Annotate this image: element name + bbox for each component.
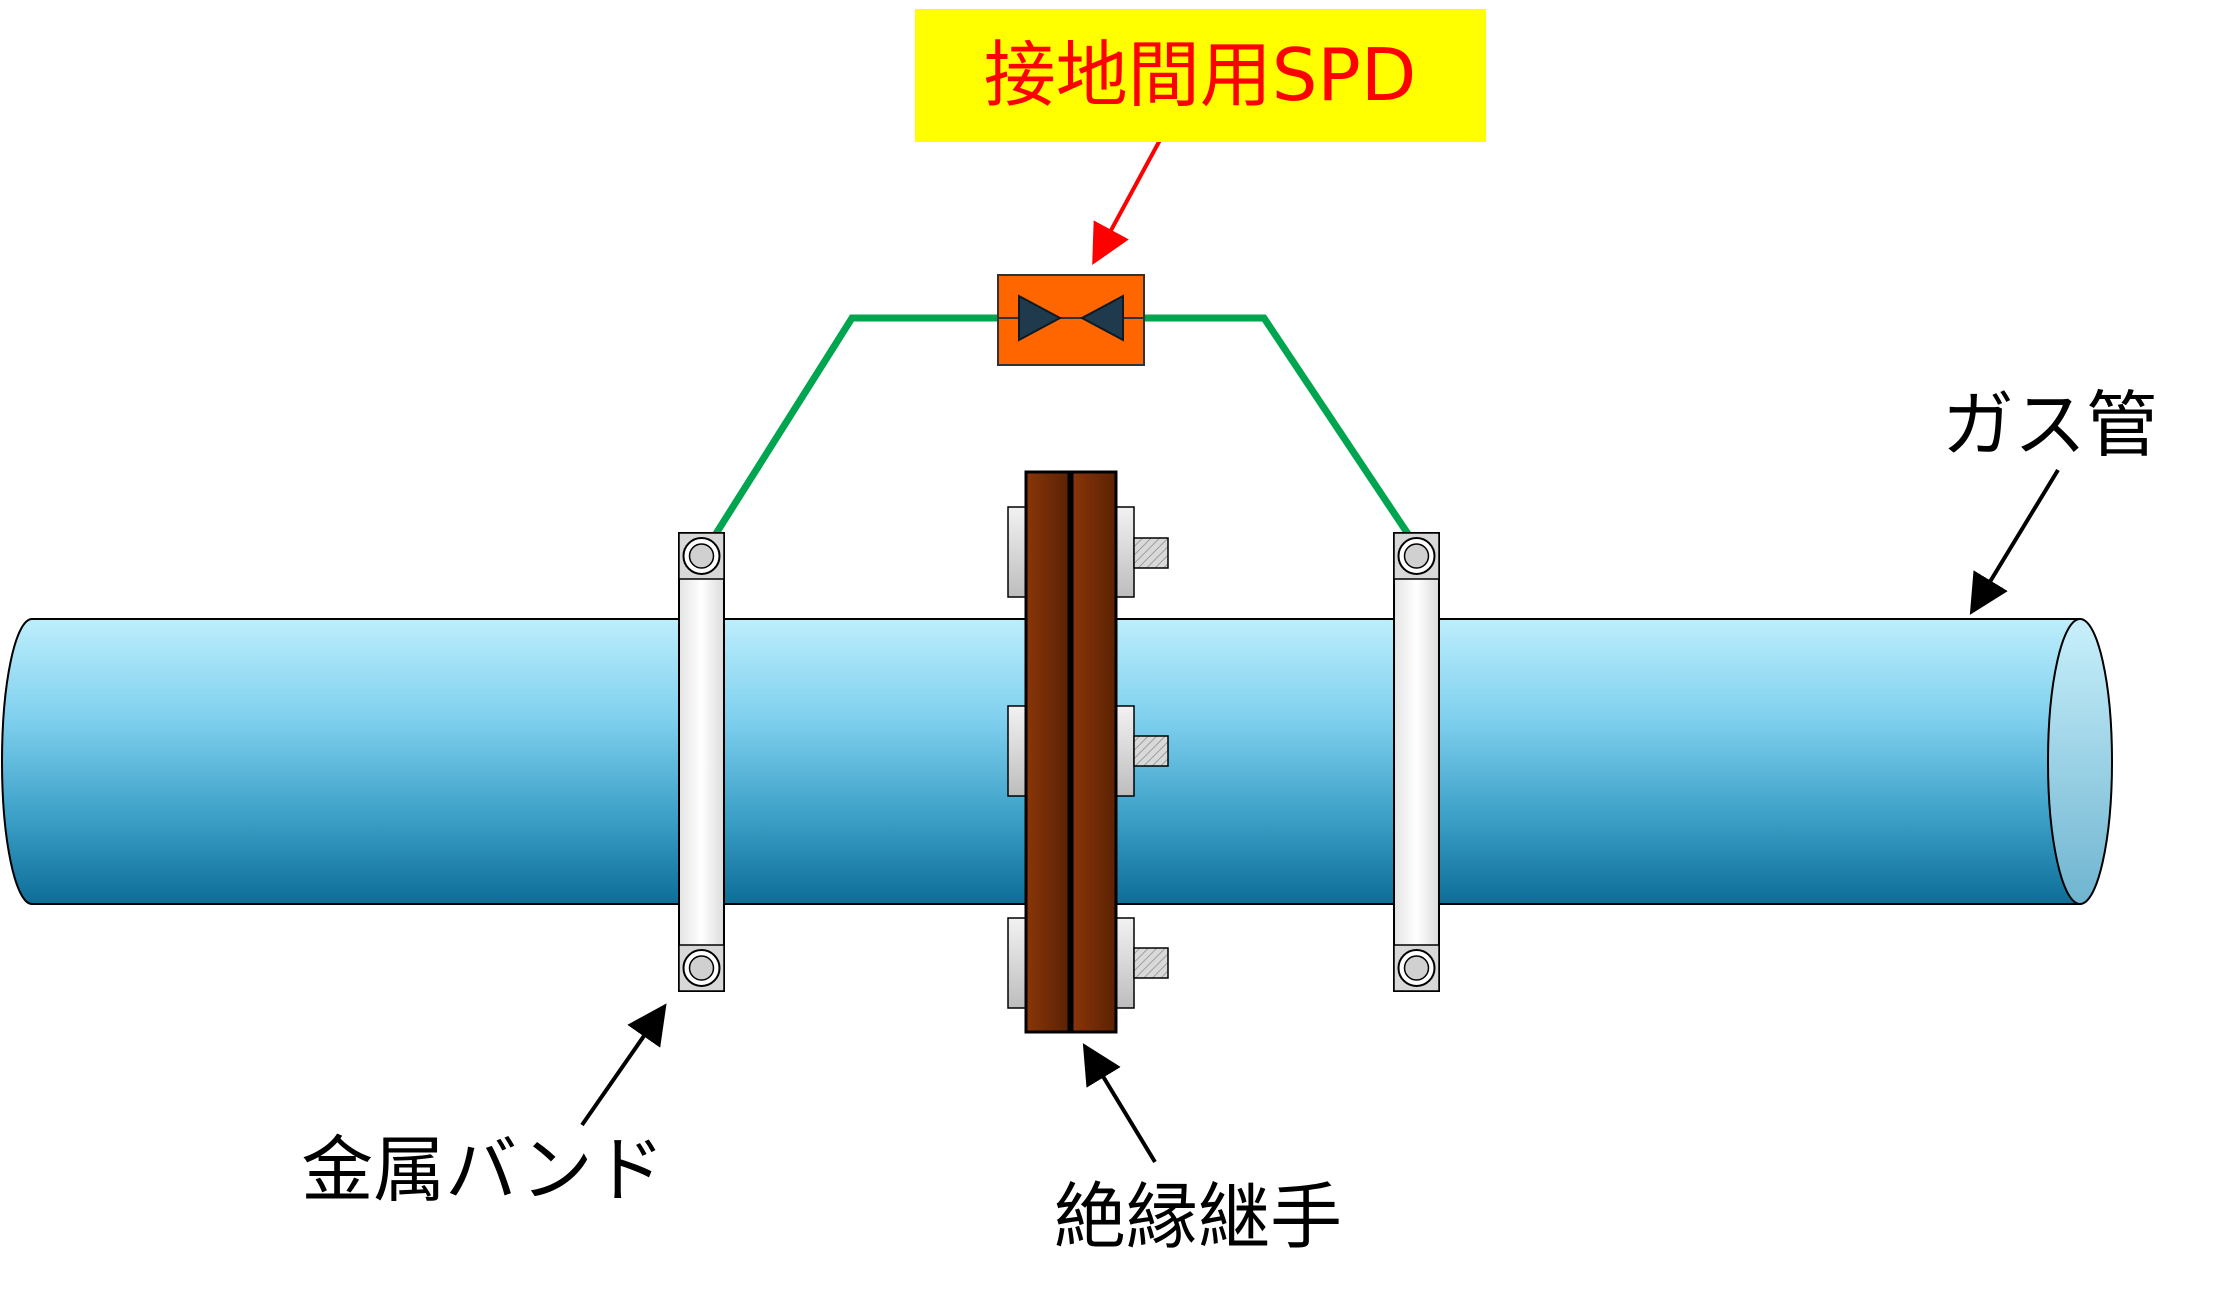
band-bolt-left-top: [678, 532, 725, 580]
metal-band-arrow: [580, 1003, 667, 1127]
metal-band-label: 金属バンド: [301, 1128, 665, 1212]
insulating-joint-label: 絶縁継手: [1054, 1175, 1342, 1259]
gas-pipe-arrow: [1969, 468, 2060, 615]
metal-band-right: [1393, 532, 1440, 992]
band-bolt-right-top: [1393, 532, 1440, 580]
insulating-joint: [1007, 470, 1169, 1034]
gas-pipe-opening: [2047, 618, 2113, 905]
gas-pipe-label: ガス管: [1942, 383, 2158, 467]
insulating-joint-arrow: [1082, 1043, 1157, 1164]
ground-wire-right: [1142, 314, 1415, 542]
spd-diode-left: [1018, 294, 1063, 342]
band-bolt-right-bottom: [1393, 944, 1440, 992]
flange-bolt-middle: [1007, 705, 1169, 797]
spd-label: 接地間用SPD: [915, 9, 1486, 142]
ground-wire: [709, 314, 1000, 542]
spd-diode-right: [1079, 294, 1124, 342]
flange-plate-right: [1070, 470, 1118, 1034]
spd-label-box: [915, 9, 1486, 142]
flange-plate-left: [1024, 470, 1071, 1034]
spd-arrow: [1092, 139, 1162, 266]
flange-bolt-top: [1007, 506, 1169, 598]
band-bolt-left-bottom: [678, 944, 725, 992]
spd-label-text: 接地間用SPD: [984, 33, 1417, 117]
metal-band-left: [678, 532, 725, 992]
flange-bolt-bottom: [1007, 917, 1169, 1009]
spd-device: [997, 274, 1145, 366]
